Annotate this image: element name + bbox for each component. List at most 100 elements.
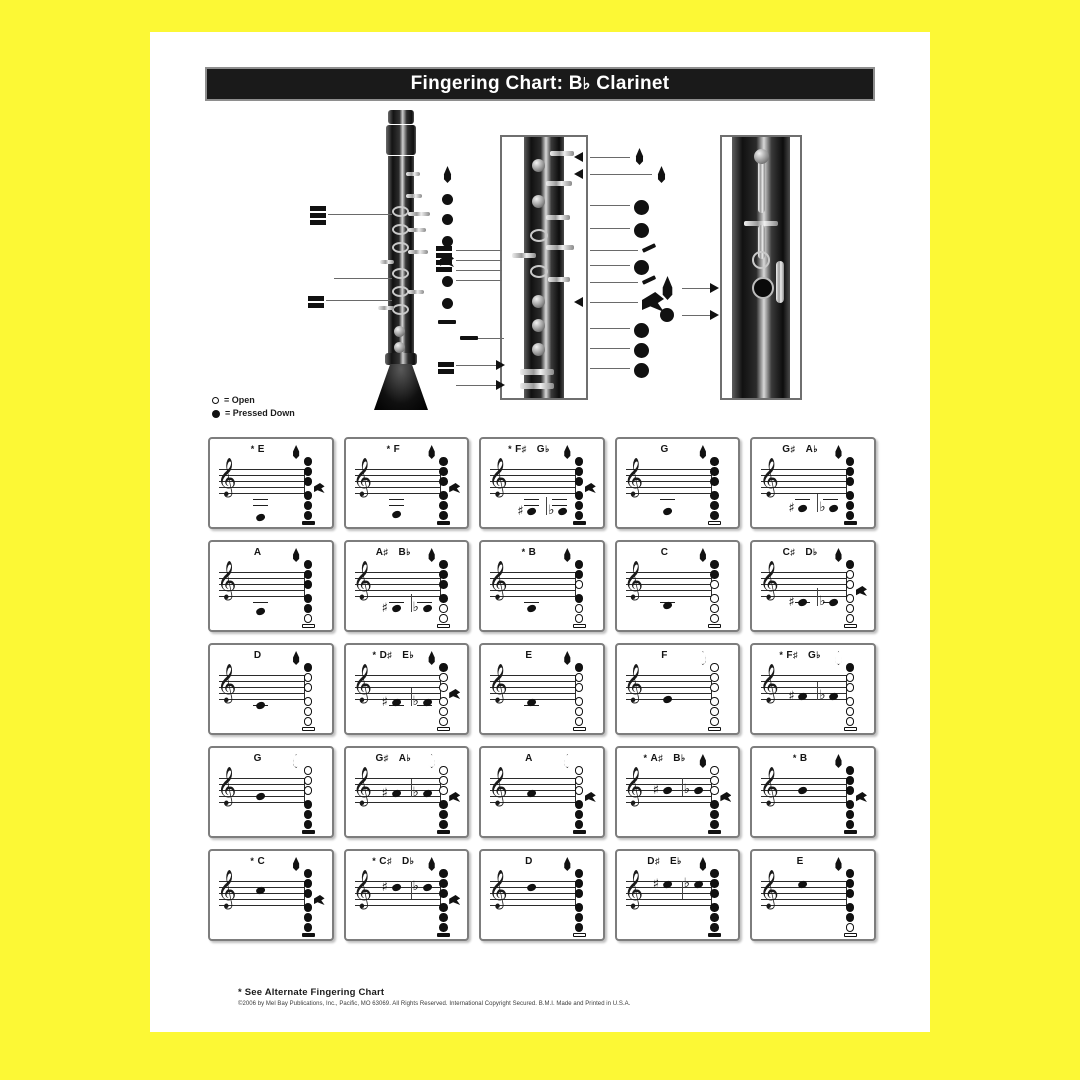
staff-line: [354, 784, 441, 785]
tone-hole-indicator: [574, 800, 584, 809]
staff-line: [761, 493, 848, 494]
fingering-card[interactable]: *F♯G♭𝄞♯♭: [750, 643, 876, 735]
note-label: *A♯B♭: [617, 753, 739, 764]
footer: * See Alternate Fingering Chart ©2006 by…: [238, 987, 878, 1007]
side-key-indicator: [449, 895, 461, 905]
tone-hole-indicator: [439, 511, 448, 520]
fingering-card[interactable]: *F𝄞: [343, 437, 470, 529]
fingering-card[interactable]: C♯D♭𝄞♯♭: [750, 540, 876, 632]
tone-hole-indicator: [710, 879, 719, 888]
tone-hole-indicator: [845, 467, 855, 476]
fingering-card[interactable]: A𝄞: [479, 746, 605, 838]
tone-hole-indicator: [439, 810, 448, 819]
note-name-primary: C♯: [782, 547, 796, 558]
accidental-sharp: ♯: [381, 695, 388, 710]
fingering-card[interactable]: *A♯B♭𝄞♯♭: [614, 746, 741, 838]
fingering-card[interactable]: A♯B♭𝄞♯♭: [343, 540, 470, 632]
ledger-line: [659, 499, 675, 501]
ledger-line: [524, 705, 540, 707]
instrument-photo-band: [190, 110, 890, 410]
music-staff: 𝄞♯♭: [353, 563, 441, 615]
staff-line: [490, 469, 577, 470]
fingering-card[interactable]: F𝄞: [614, 643, 741, 735]
tone-hole-indicator: [439, 604, 448, 613]
fingering-card[interactable]: C𝄞: [614, 540, 741, 632]
staff-line: [354, 675, 441, 676]
staff-line: [219, 687, 305, 688]
staff-line: [219, 469, 305, 470]
note-label: E: [481, 650, 603, 661]
ledger-line: [388, 499, 404, 501]
key-symbol-stack-left: [310, 206, 326, 225]
treble-clef-icon: 𝄞: [352, 560, 373, 599]
staff-line: [625, 802, 712, 803]
fingering-card[interactable]: *B𝄞: [750, 746, 876, 838]
enharmonic-separator: [410, 594, 412, 612]
enharmonic-separator: [681, 778, 683, 796]
alternate-fingering-asterisk: *: [521, 547, 526, 557]
fingering-card[interactable]: D𝄞: [208, 643, 334, 735]
staff-line: [490, 681, 577, 682]
fingering-card[interactable]: *D♯E♭𝄞♯♭: [343, 643, 470, 735]
accidental-sharp: ♯: [652, 783, 660, 798]
tone-hole-indicator: [574, 786, 584, 795]
treble-clef-icon: 𝄞: [352, 869, 373, 908]
staff-line: [354, 802, 441, 803]
staff-line: [490, 784, 577, 785]
tone-hole-indicator: [303, 467, 313, 476]
staff-line: [219, 699, 305, 700]
accidental-flat: ♭: [412, 879, 419, 894]
fingering-card[interactable]: G♯A♭𝄞♯♭: [343, 746, 470, 838]
tone-hole-indicator: [303, 786, 313, 795]
staff-line: [490, 493, 577, 494]
fingering-card[interactable]: D♯E♭𝄞♯♭: [614, 849, 741, 941]
staff-line: [625, 784, 712, 785]
fingering-card[interactable]: E𝄞: [750, 849, 876, 941]
ledger-line: [524, 602, 540, 604]
register-key-indicator: [564, 754, 571, 768]
fingering-card[interactable]: G♯A♭𝄞♯♭: [750, 437, 876, 529]
tone-hole-indicator: [710, 869, 719, 878]
tone-hole-indicator: [439, 903, 448, 912]
accidental-flat: ♭: [548, 503, 555, 518]
note-name-primary: D♯: [379, 650, 393, 661]
alternate-fingering-asterisk: *: [372, 856, 377, 866]
note-name-primary: A♯: [650, 753, 664, 764]
treble-clef-icon: 𝄞: [488, 869, 508, 908]
treble-clef-icon: 𝄞: [488, 663, 508, 702]
tone-hole-indicator: [710, 707, 719, 716]
register-key-closeup-photo: [720, 135, 802, 400]
tone-hole-indicator: [303, 889, 313, 898]
staff-line: [761, 475, 848, 476]
fingering-card[interactable]: *B𝄞: [479, 540, 605, 632]
tone-hole-indicator: [303, 477, 313, 486]
tone-hole-indicator: [574, 776, 584, 785]
enharmonic-separator: [410, 779, 412, 797]
pinky-key-indicator: [572, 830, 586, 834]
staff-line: [354, 881, 441, 882]
fingering-diagram: [290, 445, 325, 527]
register-key-indicator: [293, 548, 300, 562]
staff-line: [490, 778, 577, 779]
fingering-card[interactable]: E𝄞: [479, 643, 605, 735]
staff-line: [625, 899, 712, 900]
fingering-card[interactable]: G𝄞: [614, 437, 741, 529]
note-label: *F♯G♭: [481, 444, 603, 455]
tone-hole-indicator: [574, 457, 584, 466]
tone-hole-indicator: [439, 869, 448, 878]
fingering-card[interactable]: D𝄞: [479, 849, 605, 941]
alternate-fingering-asterisk: *: [250, 856, 255, 866]
fingering-card[interactable]: *E𝄞: [208, 437, 334, 529]
fingering-card[interactable]: *C♯D♭𝄞♯♭: [343, 849, 470, 941]
tone-hole-indicator: [710, 800, 719, 809]
fingering-card[interactable]: *C𝄞: [208, 849, 334, 941]
ledger-line: [552, 505, 568, 507]
fingering-card[interactable]: *F♯G♭𝄞♯♭: [479, 437, 605, 529]
enharmonic-separator: [546, 497, 548, 515]
tone-hole-indicator: [845, 820, 855, 829]
note-name-enharmonic: E♭: [670, 856, 682, 867]
tone-hole-indicator: [574, 570, 584, 579]
fingering-card[interactable]: G𝄞: [208, 746, 334, 838]
treble-clef-icon: 𝄞: [759, 766, 779, 805]
fingering-card[interactable]: A𝄞: [208, 540, 334, 632]
